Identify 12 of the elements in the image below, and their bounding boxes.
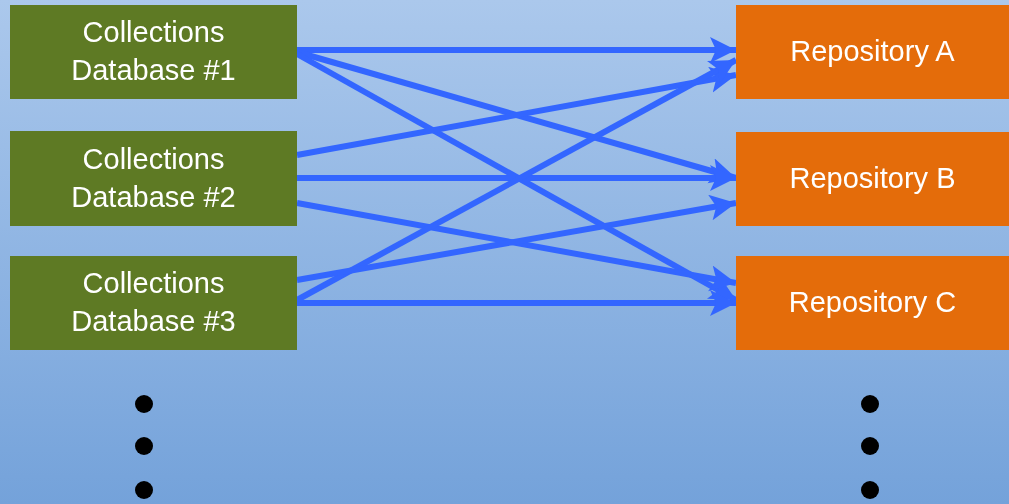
- arrow: [296, 66, 737, 158]
- arrow: [297, 37, 736, 63]
- database-box: Collections Database #2: [10, 131, 297, 226]
- arrow: [296, 194, 737, 283]
- arrow: [296, 200, 737, 292]
- database-box: Collections Database #1: [10, 5, 297, 99]
- repository-box: Repository B: [736, 132, 1009, 226]
- arrow: [297, 290, 736, 316]
- repository-box: Repository A: [736, 5, 1009, 99]
- arrow: [297, 165, 736, 191]
- repository-box: Repository C: [736, 256, 1009, 350]
- database-box: Collections Database #3: [10, 256, 297, 350]
